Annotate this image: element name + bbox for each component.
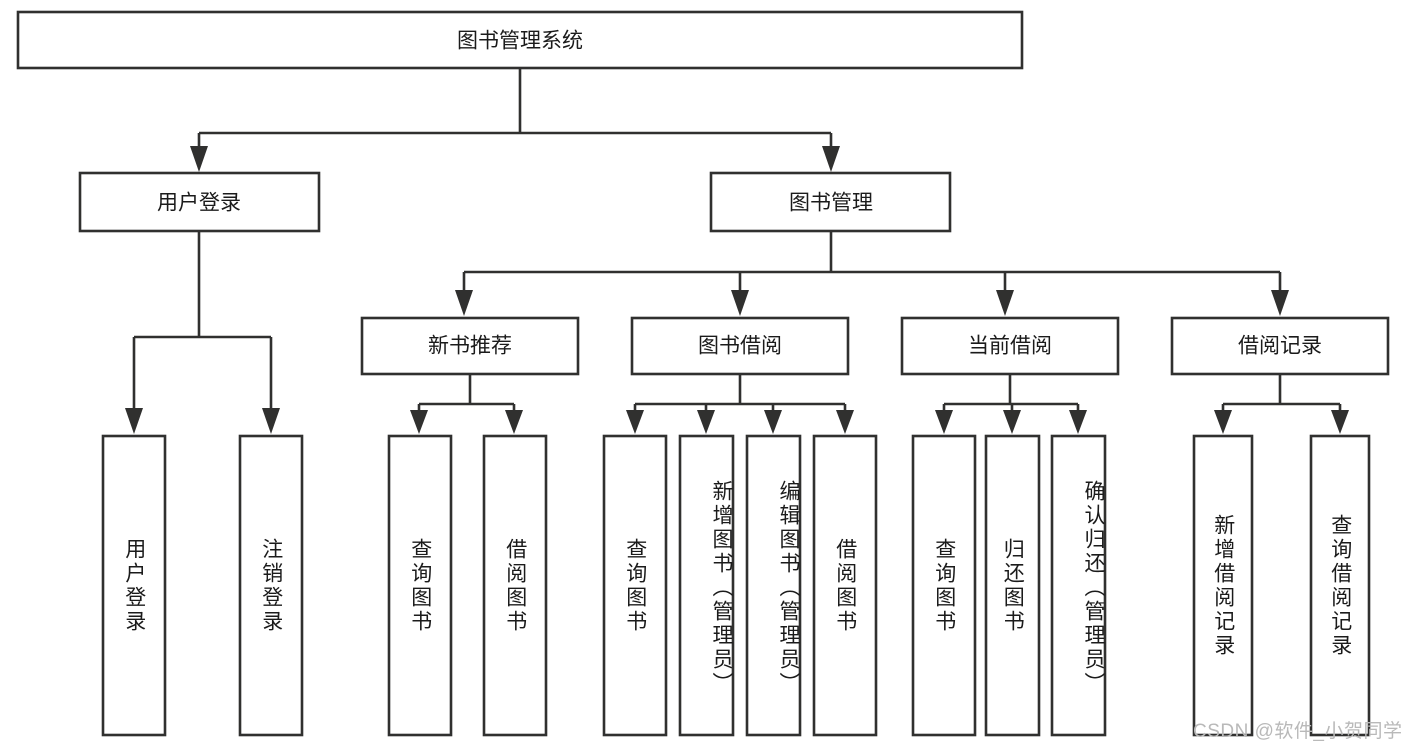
leaf-boxes — [101, 434, 1371, 737]
watermark-csdn: CSDN @软件_小贺同学 — [1193, 721, 1403, 742]
leaf-rec-query-box[interactable] — [387, 434, 453, 737]
connector-group-root — [190, 68, 840, 172]
node-current-borrow-label: 当前借阅 — [968, 335, 1052, 358]
node-current-borrow-box[interactable] — [900, 316, 1120, 376]
leaf-user-login-box[interactable] — [101, 434, 167, 737]
connector-group-book-manage — [455, 231, 1289, 316]
connector-group-book-borrow — [626, 374, 854, 434]
node-root[interactable]: 图书管理系统 — [16, 10, 1024, 70]
arrow-head-leaf-rec-query — [410, 410, 428, 434]
arrow-head-new-book-rec — [455, 290, 473, 316]
arrow-head-leaf-rec-add — [1214, 410, 1232, 434]
arrow-head-borrow-record — [1271, 290, 1289, 316]
arrow-head-leaf-user-login — [125, 408, 143, 434]
node-root-label: 图书管理系统 — [457, 30, 583, 53]
connector-group-current-borrow — [935, 374, 1087, 434]
connector-group-borrow-record — [1214, 374, 1349, 434]
node-user-login-box[interactable] — [78, 171, 321, 233]
node-borrow-record-box[interactable] — [1170, 316, 1390, 376]
arrow-head-book-borrow — [731, 290, 749, 316]
node-book-manage-box[interactable] — [709, 171, 952, 233]
leaf-user-logout-box[interactable] — [238, 434, 304, 737]
arrow-head-leaf-borrow-edit — [764, 410, 782, 434]
leaf-borrow-do-box[interactable] — [812, 434, 878, 737]
arrow-head-user-login — [190, 146, 208, 172]
leaf-borrow-add-box[interactable] — [678, 434, 735, 737]
node-book-borrow[interactable]: 图书借阅 — [630, 316, 850, 376]
node-borrow-record-label: 借阅记录 — [1238, 335, 1322, 358]
node-root-box[interactable] — [16, 10, 1024, 70]
connector-group-new-book-rec — [410, 374, 523, 434]
node-new-book-rec-label: 新书推荐 — [428, 335, 512, 358]
node-user-login[interactable]: 用户登录 — [78, 171, 321, 233]
leaf-rec-add-box[interactable] — [1192, 434, 1254, 737]
leaf-rec-query2-box[interactable] — [1309, 434, 1371, 737]
arrow-head-book-manage — [822, 146, 840, 172]
node-book-manage[interactable]: 图书管理 — [709, 171, 952, 233]
leaf-rec-borrow-box[interactable] — [482, 434, 548, 737]
leaf-cur-confirm-box[interactable] — [1050, 434, 1107, 737]
node-borrow-record[interactable]: 借阅记录 — [1170, 316, 1390, 376]
node-book-borrow-box[interactable] — [630, 316, 850, 376]
node-book-manage-label: 图书管理 — [789, 192, 873, 215]
arrow-head-leaf-rec-query2 — [1331, 410, 1349, 434]
arrow-head-leaf-borrow-query — [626, 410, 644, 434]
node-current-borrow[interactable]: 当前借阅 — [900, 316, 1120, 376]
leaf-cur-query-box[interactable] — [911, 434, 977, 737]
leaf-cur-return-box[interactable] — [984, 434, 1041, 737]
arrow-head-leaf-cur-query — [935, 410, 953, 434]
arrow-head-leaf-borrow-do — [836, 410, 854, 434]
arrow-head-leaf-rec-borrow — [505, 410, 523, 434]
node-new-book-rec[interactable]: 新书推荐 — [360, 316, 580, 376]
node-new-book-rec-box[interactable] — [360, 316, 580, 376]
connector-group-user-login — [125, 231, 280, 434]
arrow-head-leaf-cur-return — [1003, 410, 1021, 434]
leaf-borrow-edit-box[interactable] — [745, 434, 802, 737]
arrow-head-leaf-borrow-add — [697, 410, 715, 434]
node-book-borrow-label: 图书借阅 — [698, 335, 782, 358]
arrow-head-current-borrow — [996, 290, 1014, 316]
arrow-head-leaf-cur-confirm — [1069, 410, 1087, 434]
node-user-login-label: 用户登录 — [157, 192, 241, 215]
leaf-borrow-query-box[interactable] — [602, 434, 668, 737]
arrow-head-leaf-user-logout — [262, 408, 280, 434]
